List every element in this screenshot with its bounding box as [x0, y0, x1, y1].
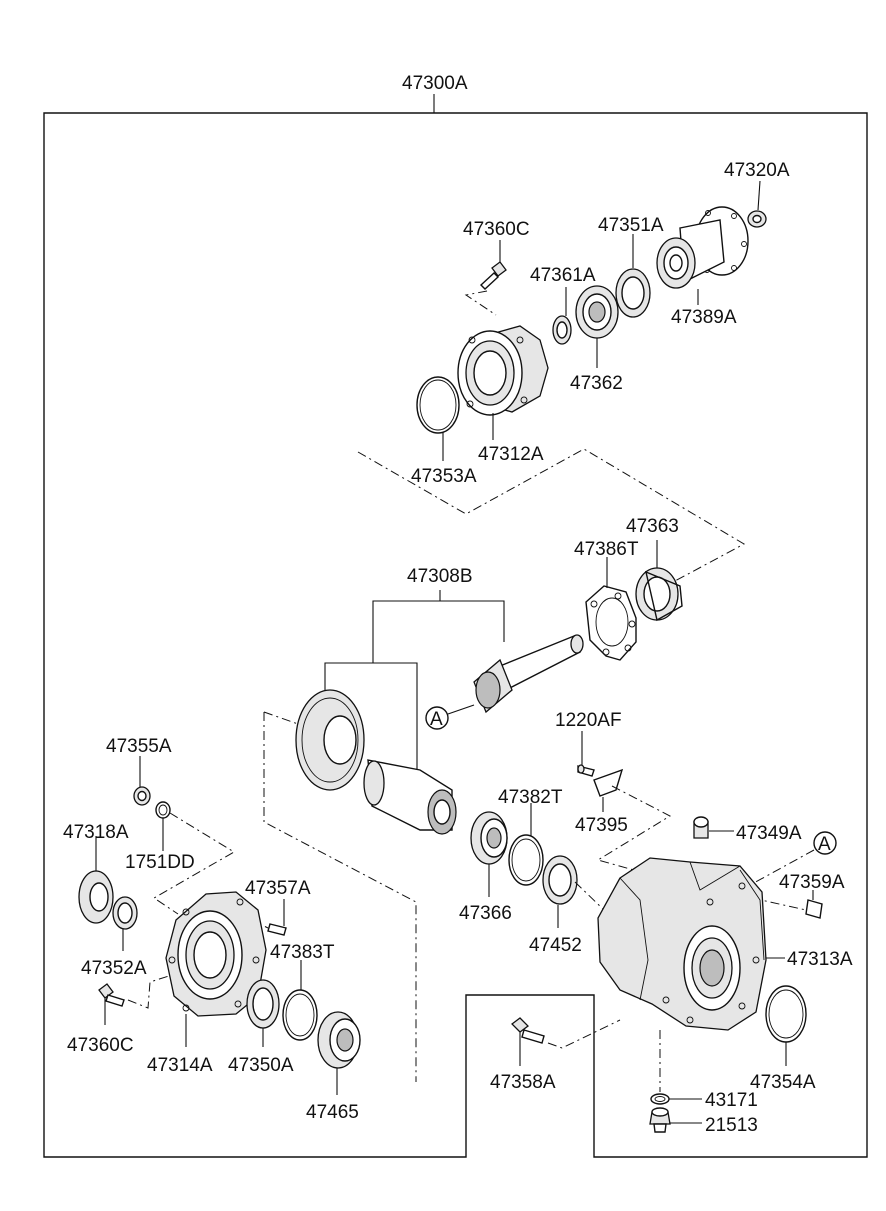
label-47351A: 47351A — [598, 215, 664, 236]
label-47360C-bottom: 47360C — [67, 1035, 134, 1056]
label-47389A: 47389A — [671, 307, 737, 328]
label-47308B: 47308B — [407, 566, 473, 587]
label-47320A: 47320A — [724, 160, 790, 181]
shield-47318A[interactable] — [78, 870, 114, 924]
label-47361A: 47361A — [530, 265, 596, 286]
label-47386T: 47386T — [574, 539, 639, 560]
shim-47386T[interactable] — [585, 585, 637, 661]
bracket-47395[interactable] — [593, 768, 624, 797]
flange-47389A[interactable] — [656, 206, 749, 289]
pinion-shaft-47308B[interactable] — [473, 634, 584, 714]
bolt-47358A[interactable] — [511, 1017, 545, 1044]
label-47357A: 47357A — [245, 878, 311, 899]
bolt-47360C-top[interactable] — [479, 261, 507, 290]
label-47359A: 47359A — [779, 872, 845, 893]
label-47350A: 47350A — [228, 1055, 294, 1076]
plug-21513[interactable] — [649, 1107, 671, 1133]
label-47353A: 47353A — [411, 466, 477, 487]
nut-47320A[interactable] — [747, 210, 767, 228]
ring-gear[interactable] — [295, 689, 365, 791]
label-47452: 47452 — [529, 935, 582, 956]
label-47300A: 47300A — [402, 73, 468, 94]
case-47313A[interactable] — [597, 857, 767, 1031]
label-21513: 21513 — [705, 1115, 758, 1136]
callout-A-right: A — [813, 831, 837, 855]
label-47366: 47366 — [459, 903, 512, 924]
label-47314A: 47314A — [147, 1055, 213, 1076]
label-47349A: 47349A — [736, 823, 802, 844]
label-47354A: 47354A — [750, 1072, 816, 1093]
differential-case[interactable] — [363, 759, 457, 835]
plug-47355A[interactable] — [133, 786, 151, 806]
oil-seal-47352A[interactable] — [112, 896, 138, 930]
label-47360C-top: 47360C — [463, 219, 530, 240]
retainer-47312A[interactable] — [457, 325, 549, 416]
bolt-47360C-bottom[interactable] — [98, 983, 125, 1007]
oil-seal-47452[interactable] — [542, 855, 578, 905]
label-47363: 47363 — [626, 516, 679, 537]
callout-A-left: A — [425, 706, 449, 730]
label-47313A: 47313A — [787, 949, 853, 970]
o-ring-47382T[interactable] — [508, 834, 544, 886]
o-ring-47353A[interactable] — [416, 376, 460, 434]
label-47362: 47362 — [570, 373, 623, 394]
bearing-47363[interactable] — [635, 567, 683, 622]
label-47383T: 47383T — [270, 942, 335, 963]
spacer-47361A[interactable] — [552, 315, 572, 345]
o-ring-47354A[interactable] — [765, 985, 807, 1043]
breather-47349A[interactable] — [693, 816, 709, 839]
assembly-frame — [43, 94, 868, 1158]
label-47465: 47465 — [306, 1102, 359, 1123]
pin-47357A[interactable] — [267, 923, 287, 936]
bearing-47362[interactable] — [575, 285, 619, 339]
oil-seal-47350A[interactable] — [246, 979, 280, 1029]
callout-A-left-text: A — [430, 709, 443, 730]
label-47318A: 47318A — [63, 822, 129, 843]
o-ring-47383T[interactable] — [282, 989, 318, 1041]
label-47352A: 47352A — [81, 958, 147, 979]
callout-A-right-text: A — [818, 834, 831, 855]
washer-1751DD[interactable] — [155, 801, 171, 819]
washer-43171[interactable] — [650, 1093, 670, 1105]
label-47312A: 47312A — [478, 444, 544, 465]
dowel-47359A[interactable] — [805, 899, 823, 919]
bolt-1220AF[interactable] — [577, 764, 595, 777]
label-47382T: 47382T — [498, 787, 563, 808]
label-47355A: 47355A — [106, 736, 172, 757]
oil-seal-47351A[interactable] — [615, 268, 651, 318]
bearing-47465[interactable] — [317, 1011, 361, 1069]
bearing-47366[interactable] — [470, 811, 508, 865]
label-47395: 47395 — [575, 815, 628, 836]
label-47358A: 47358A — [490, 1072, 556, 1093]
label-1220AF: 1220AF — [555, 710, 622, 731]
label-1751DD: 1751DD — [125, 852, 195, 873]
label-43171: 43171 — [705, 1090, 758, 1111]
housing-47314A[interactable] — [165, 891, 267, 1017]
